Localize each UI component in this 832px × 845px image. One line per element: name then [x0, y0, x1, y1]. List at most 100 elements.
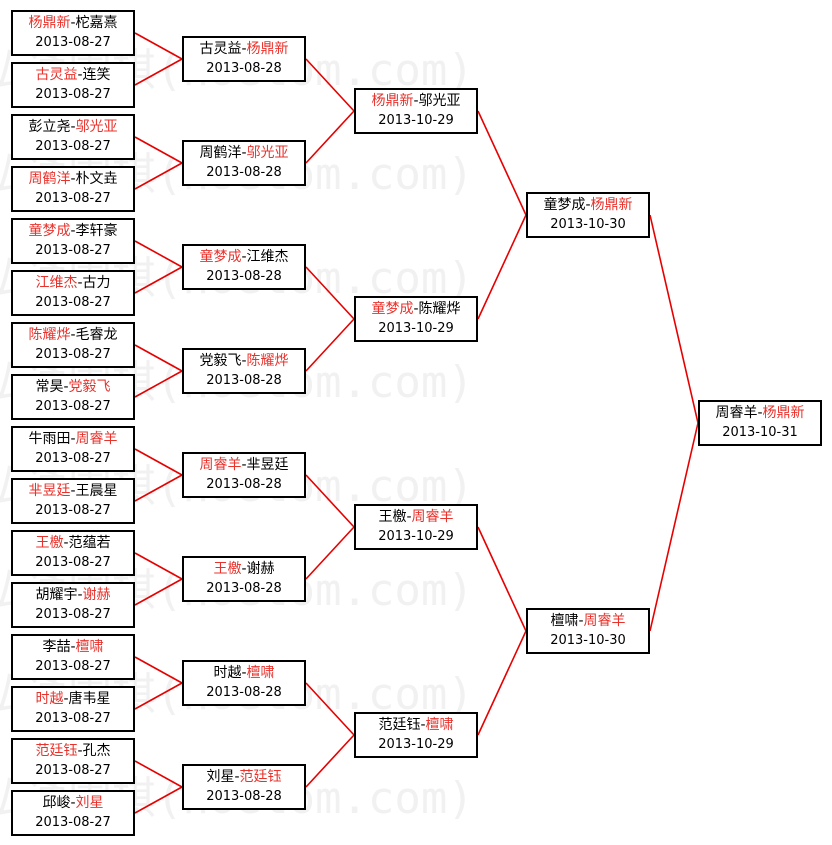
- match-date: 2013-08-28: [206, 269, 282, 284]
- player-1-name: 胡耀宇: [35, 587, 78, 603]
- player-1-name: 童梦成: [28, 223, 71, 239]
- connector-line: [477, 526, 527, 632]
- match-date: 2013-08-27: [35, 815, 111, 830]
- player-2-name: 周睿羊: [75, 431, 118, 447]
- match-players: 王檄-范蕴若: [35, 534, 110, 553]
- player-1-name: 范廷钰: [35, 743, 78, 759]
- connector-line: [305, 526, 355, 580]
- player-2-name: 柁嘉熹: [75, 15, 118, 31]
- match-box[interactable]: 童梦成-江维杰 2013-08-28: [182, 244, 306, 290]
- vs-separator: -: [77, 743, 83, 759]
- match-box[interactable]: 范廷钰-孔杰 2013-08-27: [11, 738, 135, 784]
- player-2-name: 刘星: [75, 795, 104, 811]
- match-players: 周睿羊-芈昱廷: [199, 456, 288, 475]
- match-date: 2013-08-27: [35, 763, 111, 778]
- match-date: 2013-08-28: [206, 685, 282, 700]
- match-date: 2013-08-28: [206, 373, 282, 388]
- match-players: 范廷钰-檀啸: [378, 716, 453, 735]
- match-date: 2013-10-31: [722, 425, 798, 440]
- player-2-name: 陈耀烨: [418, 301, 461, 317]
- player-1-name: 童梦成: [371, 301, 414, 317]
- match-date: 2013-08-27: [35, 399, 111, 414]
- player-2-name: 孔杰: [82, 743, 111, 759]
- match-players: 芈昱廷-王晨星: [28, 482, 117, 501]
- player-2-name: 谢赫: [246, 561, 275, 577]
- player-2-name: 古力: [82, 275, 111, 291]
- vs-separator: -: [63, 691, 69, 707]
- connector-line: [134, 682, 183, 710]
- player-1-name: 邱峻: [42, 795, 71, 811]
- player-1-name: 李喆: [42, 639, 71, 655]
- player-1-name: 牛雨田: [28, 431, 71, 447]
- match-date: 2013-10-30: [550, 217, 626, 232]
- vs-separator: -: [70, 795, 76, 811]
- match-players: 刘星-范廷钰: [206, 768, 281, 787]
- vs-separator: -: [70, 119, 76, 135]
- vs-separator: -: [70, 483, 76, 499]
- connector-line: [305, 110, 355, 164]
- vs-separator: -: [70, 15, 76, 31]
- connector-line: [134, 266, 183, 294]
- vs-separator: -: [70, 171, 76, 187]
- player-2-name: 邬光亚: [246, 145, 289, 161]
- connector-line: [134, 656, 183, 684]
- player-1-name: 童梦成: [199, 249, 242, 265]
- player-1-name: 党毅飞: [199, 353, 242, 369]
- player-2-name: 檀啸: [246, 665, 275, 681]
- player-1-name: 周睿羊: [199, 457, 242, 473]
- vs-separator: -: [70, 639, 76, 655]
- connector-line: [134, 552, 183, 580]
- player-1-name: 周鹤洋: [28, 171, 71, 187]
- vs-separator: -: [241, 353, 247, 369]
- player-2-name: 杨鼎新: [590, 197, 633, 213]
- match-players: 童梦成-江维杰: [199, 248, 288, 267]
- vs-separator: -: [70, 223, 76, 239]
- connector-line: [305, 318, 355, 372]
- match-players: 童梦成-杨鼎新: [543, 196, 632, 215]
- player-2-name: 杨鼎新: [246, 41, 289, 57]
- player-1-name: 周睿羊: [715, 405, 758, 421]
- vs-separator: -: [241, 457, 247, 473]
- player-1-name: 王檄: [378, 509, 407, 525]
- vs-separator: -: [585, 197, 591, 213]
- player-1-name: 王檄: [213, 561, 242, 577]
- match-box[interactable]: 邱峻-刘星 2013-08-27: [11, 790, 135, 836]
- vs-separator: -: [77, 275, 83, 291]
- vs-separator: -: [413, 93, 419, 109]
- player-1-name: 刘星: [206, 769, 235, 785]
- match-date: 2013-08-28: [206, 61, 282, 76]
- player-2-name: 范廷钰: [239, 769, 282, 785]
- vs-separator: -: [63, 379, 69, 395]
- match-box[interactable]: 童梦成-杨鼎新 2013-10-30: [526, 192, 650, 238]
- player-1-name: 杨鼎新: [371, 93, 414, 109]
- player-2-name: 范蕴若: [68, 535, 111, 551]
- match-players: 杨鼎新-邬光亚: [371, 92, 460, 111]
